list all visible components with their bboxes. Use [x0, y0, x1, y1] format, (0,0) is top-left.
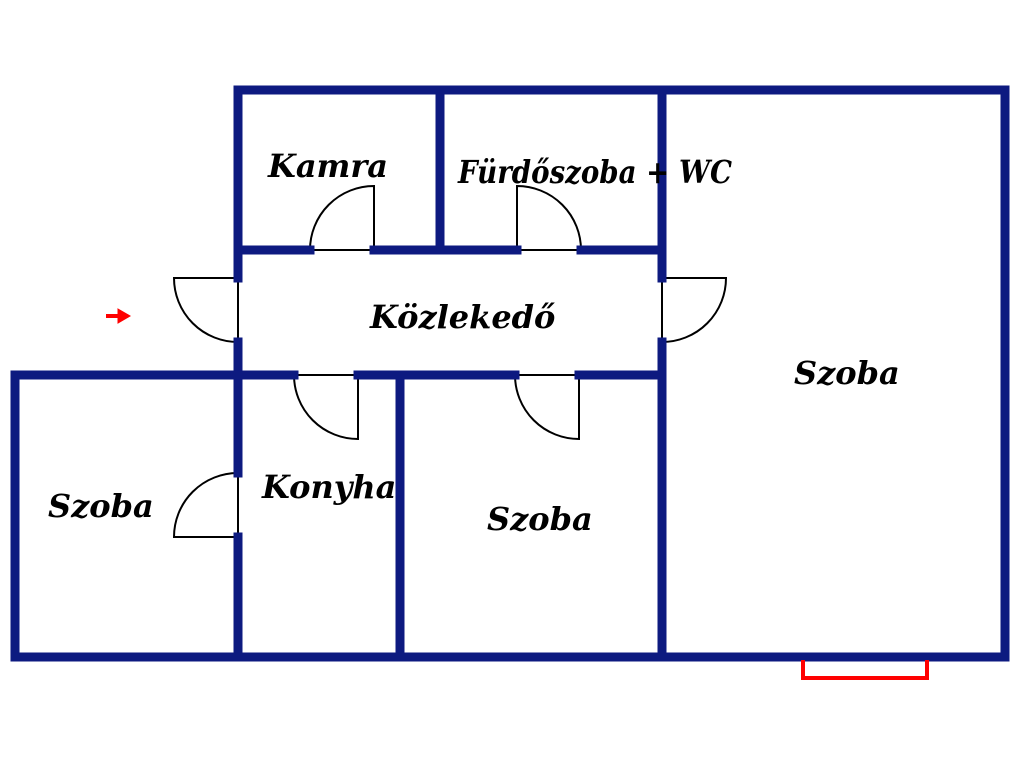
- door-furdo: [516, 184, 583, 251]
- door-entrance: [172, 277, 239, 344]
- room-label-kozlekedo: Közlekedő: [369, 298, 555, 336]
- door-szoba-middle: [513, 374, 580, 441]
- room-label-szoba-large: Szoba: [794, 354, 900, 392]
- room-label-konyha: Konyha: [261, 468, 396, 506]
- room-label-szoba-left: Szoba: [48, 487, 154, 525]
- door-konyha: [292, 374, 359, 441]
- room-label-szoba-middle: Szoba: [487, 500, 593, 538]
- door-szoba-left: [172, 471, 239, 538]
- room-label-kamra: Kamra: [267, 147, 388, 185]
- walls: [10, 85, 1010, 662]
- balcony-outline: [801, 660, 929, 680]
- doors: [172, 184, 728, 538]
- entrance-arrow-icon: [106, 308, 131, 324]
- door-kamra: [308, 184, 375, 251]
- door-szoba-large: [661, 277, 728, 344]
- room-label-furdo: Fürdőszoba + WC: [457, 153, 732, 191]
